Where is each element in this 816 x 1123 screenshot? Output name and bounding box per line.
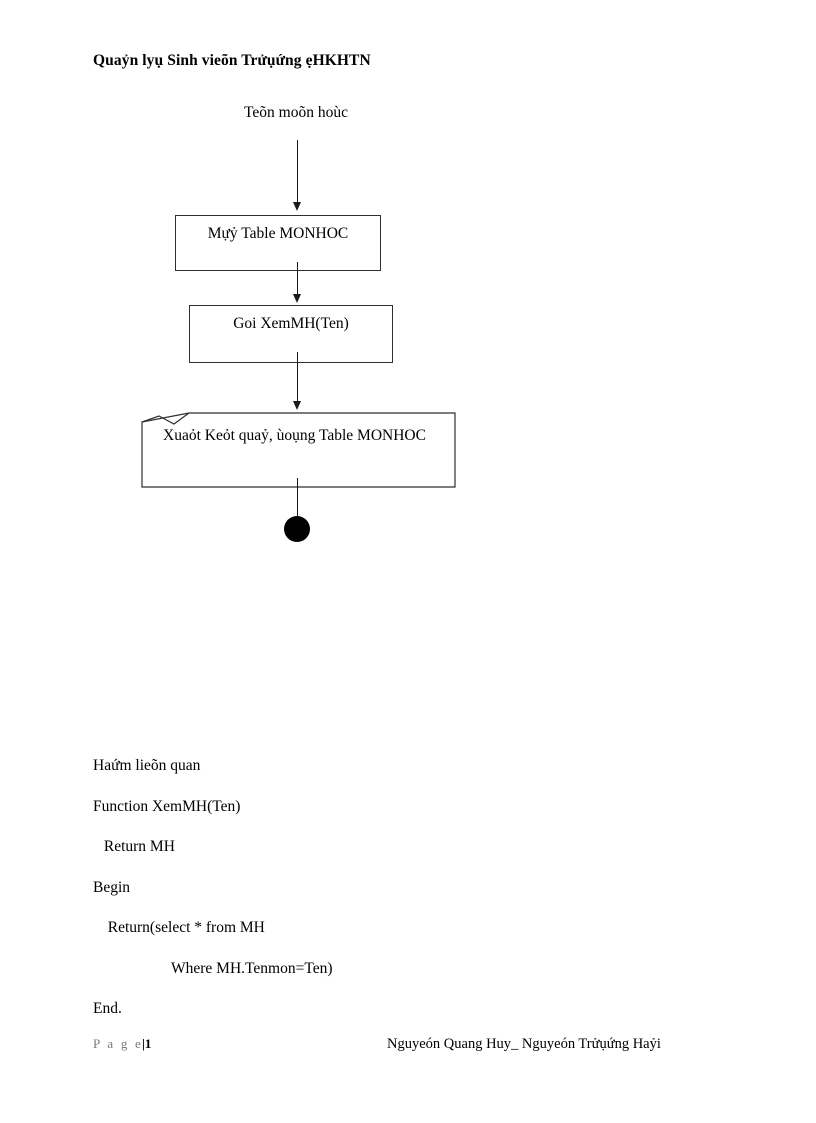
flowchart-node-call-function[interactable]: Goi XemMH(Ten): [189, 305, 393, 363]
flowchart-node-call-function-label: Goi XemMH(Ten): [233, 315, 349, 332]
connector-line-4: [297, 478, 298, 521]
footer-authors: Nguyeón Quang Huy_ Nguyeón Trửụứng Haỷi: [387, 1036, 661, 1052]
flowchart-node-open-table-label: Mựỷ Table MONHOC: [207, 225, 349, 242]
footer-page-separator: |: [141, 1036, 145, 1051]
arrowhead-1: [292, 202, 301, 211]
connector-line-2: [297, 262, 298, 296]
flowchart-node-output-label: Xuaỏt Keỏt quaỷ, ùoụng Table MONHOC: [163, 427, 426, 444]
code-line-return-type: Return MH: [100, 838, 175, 855]
flowchart-node-output[interactable]: Xuaỏt Keỏt quaỷ, ùoụng Table MONHOC: [141, 412, 456, 488]
code-line-return-select: Return(select * from MH: [100, 919, 265, 936]
flowchart-start-label: Teõn moõn hoùc: [244, 104, 348, 121]
related-function-block: Haứm lieõn quan Function XemMH(Ten) Retu…: [93, 746, 713, 1030]
code-line-end: End.: [93, 1000, 122, 1017]
connector-line-3: [297, 352, 298, 404]
arrowhead-3: [292, 401, 301, 410]
document-shape-icon: [141, 412, 456, 488]
code-line-function-signature: Function XemMH(Ten): [93, 797, 241, 815]
footer-page-number: 1: [144, 1036, 152, 1051]
arrowhead-2: [292, 294, 301, 303]
connector-line-1: [297, 140, 298, 205]
code-line-begin: Begin: [93, 878, 131, 896]
related-function-heading: Haứm lieõn quan: [93, 757, 201, 774]
code-line-where-clause: Where MH.Tenmon=Ten): [171, 959, 333, 977]
page-title: Quaỷn lyụ Sinh vieõn Trửụứng ẹHKHTN: [93, 52, 371, 69]
flowchart-diagram: Teõn moõn hoùc Mựỷ Table MONHOC Goi XemM…: [141, 104, 456, 542]
footer-page-label: P a g e: [93, 1036, 143, 1051]
footer-page-indicator: P a g e|1: [93, 1036, 151, 1052]
page-footer: P a g e|1 Nguyeón Quang Huy_ Nguyeón Trử…: [0, 1036, 816, 1066]
flowchart-node-open-table[interactable]: Mựỷ Table MONHOC: [175, 215, 381, 271]
flowchart-node-end[interactable]: [284, 516, 310, 542]
